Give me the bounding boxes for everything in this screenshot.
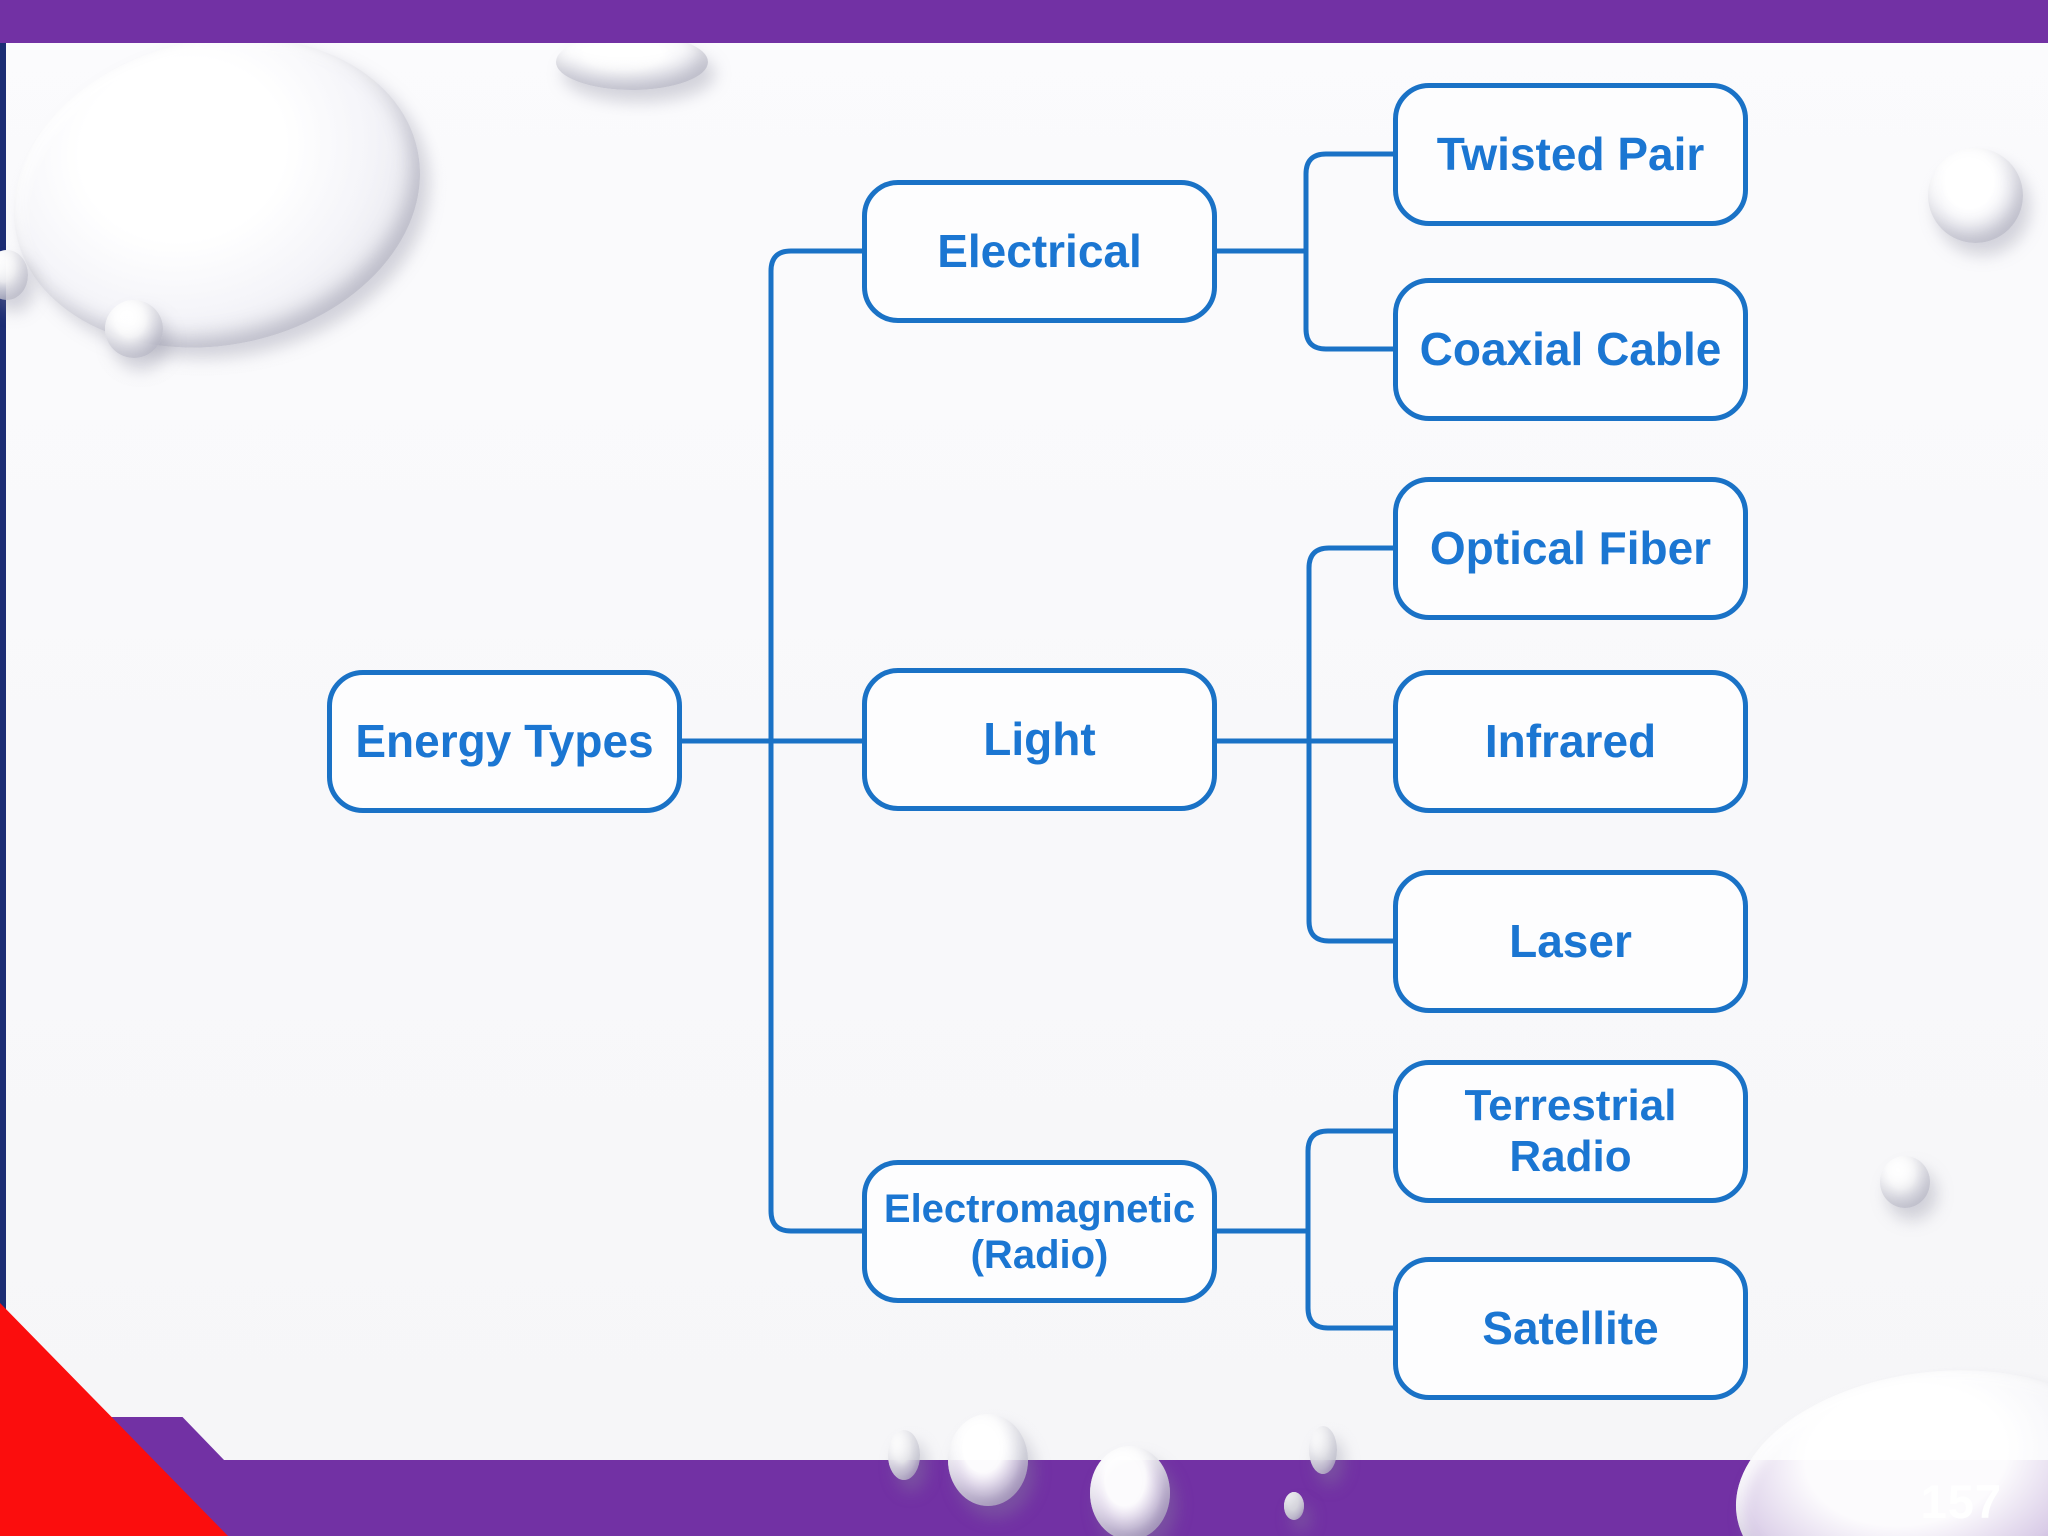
- left-accent-border: [0, 43, 6, 1460]
- node-label: Coaxial Cable: [1419, 323, 1722, 376]
- water-droplet-bottom-1: [888, 1430, 920, 1480]
- node-electromagnetic-radio: Electromagnetic (Radio): [862, 1160, 1217, 1303]
- node-terrestrial-radio: Terrestrial Radio: [1393, 1060, 1748, 1203]
- node-label: Twisted Pair: [1436, 128, 1705, 181]
- water-droplet-small-left: [105, 300, 163, 358]
- node-infrared: Infrared: [1393, 670, 1748, 813]
- node-label-line1: Terrestrial: [1464, 1080, 1677, 1130]
- node-satellite: Satellite: [1393, 1257, 1748, 1400]
- water-droplet-right-lower: [1880, 1156, 1930, 1208]
- page-number: 157: [1920, 1475, 2002, 1528]
- node-coaxial-cable: Coaxial Cable: [1393, 278, 1748, 421]
- node-label: Laser: [1509, 915, 1632, 968]
- node-label: Light: [983, 713, 1096, 766]
- node-label: Satellite: [1482, 1302, 1659, 1355]
- node-optical-fiber: Optical Fiber: [1393, 477, 1748, 620]
- top-accent-bar: [0, 0, 2048, 43]
- node-label: Optical Fiber: [1429, 522, 1712, 575]
- water-droplet-top-center: [556, 34, 708, 90]
- node-twisted-pair: Twisted Pair: [1393, 83, 1748, 226]
- node-label-line1: Electromagnetic: [883, 1186, 1196, 1231]
- node-label: Electrical: [937, 225, 1142, 278]
- water-droplet-bottom-5: [1309, 1426, 1337, 1474]
- node-label: Energy Types: [355, 715, 654, 768]
- water-droplet-top-right: [1928, 148, 2023, 243]
- node-label-line2: Radio: [1509, 1131, 1632, 1181]
- water-droplet-bottom-4: [1284, 1492, 1304, 1520]
- node-label-line2: (Radio): [970, 1232, 1109, 1277]
- water-droplet-bottom-3: [1090, 1446, 1170, 1536]
- node-label: Infrared: [1484, 715, 1657, 768]
- node-energy-types: Energy Types: [327, 670, 682, 813]
- node-electrical: Electrical: [862, 180, 1217, 323]
- node-laser: Laser: [1393, 870, 1748, 1013]
- water-droplet-bottom-2: [948, 1414, 1028, 1506]
- node-light: Light: [862, 668, 1217, 811]
